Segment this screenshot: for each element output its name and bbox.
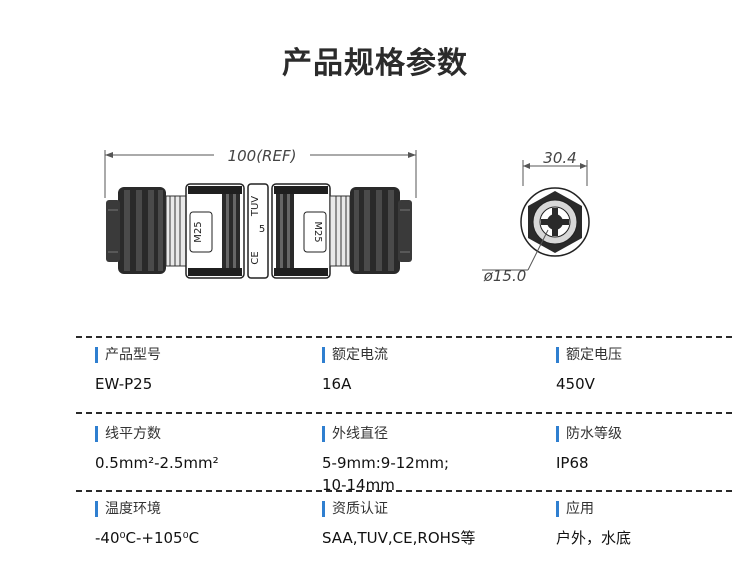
- spec-cable-diameter: 外线直径 5-9mm:9-12mm; 10-14mm: [322, 425, 542, 496]
- dim-arrow-left: [105, 152, 113, 158]
- spec-label: 外线直径: [322, 425, 542, 443]
- width-dimension-label: 30.4: [543, 149, 576, 167]
- spec-value: -40⁰C-+105⁰C: [95, 529, 200, 547]
- spec-label: 温度环境: [95, 500, 315, 518]
- spec-value: 16A: [322, 375, 352, 393]
- spec-value: 5-9mm:9-12mm;: [322, 454, 450, 472]
- row-separator: [76, 490, 732, 492]
- spec-value: 450V: [556, 375, 595, 393]
- connector-drawing: 100(REF) M25: [104, 147, 590, 285]
- row-separator: [76, 412, 732, 414]
- page-title: 产品规格参数: [282, 46, 468, 81]
- end-view: [520, 187, 590, 257]
- spec-label: 产品型号: [95, 346, 315, 364]
- spec-label: 线平方数: [95, 425, 315, 443]
- end-dim-arrow-right: [580, 163, 587, 169]
- thread-label-right: M25: [312, 221, 323, 242]
- spec-wire-gauge: 线平方数 0.5mm²-2.5mm²: [95, 425, 315, 474]
- spec-value: SAA,TUV,CE,ROHS等: [322, 529, 476, 547]
- thread-label-left: M25: [193, 221, 204, 242]
- spec-rated-voltage: 额定电压 450V: [556, 346, 750, 395]
- center-mark-ce: CE: [250, 251, 261, 264]
- spec-value: 0.5mm²-2.5mm²: [95, 454, 219, 472]
- spec-label: 防水等级: [556, 425, 750, 443]
- center-mark-tuv: TUV: [250, 196, 261, 217]
- spec-certification: 资质认证 SAA,TUV,CE,ROHS等: [322, 500, 542, 549]
- end-dim-arrow-left: [523, 163, 530, 169]
- center-mark-5: 5: [259, 224, 265, 235]
- right-cable-nut: [350, 187, 412, 274]
- right-body: [271, 183, 331, 279]
- spec-value: EW-P25: [95, 375, 153, 393]
- right-thread: [329, 195, 351, 267]
- spec-label: 资质认证: [322, 500, 542, 518]
- spec-temperature: 温度环境 -40⁰C-+105⁰C: [95, 500, 315, 549]
- spec-label: 额定电压: [556, 346, 750, 364]
- left-thread: [165, 195, 187, 267]
- spec-rated-current: 额定电流 16A: [322, 346, 542, 395]
- dim-arrow-right: [408, 152, 416, 158]
- spec-application: 应用 户外，水底: [556, 500, 750, 549]
- length-dimension-label: 100(REF): [228, 147, 297, 165]
- spec-model: 产品型号 EW-P25: [95, 346, 315, 395]
- spec-value: 户外，水底: [556, 529, 632, 547]
- center-ring: [247, 183, 269, 279]
- diameter-leader: [527, 229, 549, 271]
- spec-label: 应用: [556, 500, 750, 518]
- left-cable-nut: [106, 187, 166, 274]
- spec-value: IP68: [556, 454, 589, 472]
- spec-waterproof-rating: 防水等级 IP68: [556, 425, 750, 474]
- left-body: [185, 183, 245, 279]
- spec-value-line2: 10-14mm: [322, 476, 395, 494]
- diameter-dimension-label: ø15.0: [483, 267, 527, 285]
- spec-label: 额定电流: [322, 346, 542, 364]
- row-separator: [76, 336, 732, 338]
